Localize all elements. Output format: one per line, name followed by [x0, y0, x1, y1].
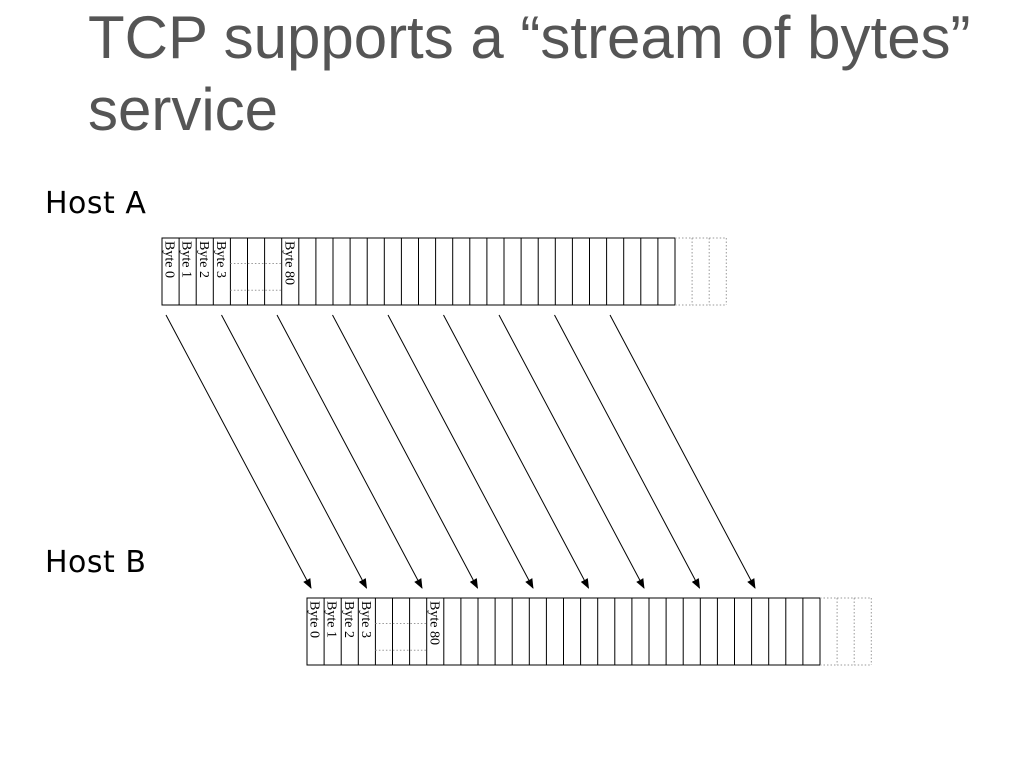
transfer-arrow [498, 314, 645, 589]
transfer-arrow [165, 314, 312, 589]
host-a-byte-label: Byte 1 [179, 241, 194, 278]
host-b-byte-label: Byte 3 [358, 601, 373, 638]
host-b-byte-label: Byte 0 [307, 601, 322, 638]
transfer-arrow [332, 314, 478, 589]
host-a-byte-label: Byte 0 [162, 241, 177, 278]
transfer-arrow [554, 314, 700, 589]
transfer-arrow [276, 314, 423, 589]
host-a-byte-label: Byte 2 [196, 241, 211, 278]
host-a-byte-label: Byte 80 [281, 241, 296, 285]
transfer-arrows [165, 314, 756, 589]
host-a-byte-label: Byte 3 [213, 241, 228, 278]
transfer-arrow [443, 314, 589, 589]
transfer-arrow [387, 314, 534, 589]
slide-title: TCP supports a “stream of bytes” service [88, 4, 971, 143]
host-b-byte-label: Byte 1 [324, 601, 339, 638]
host-a-label: Host A [45, 186, 147, 221]
host-b-byte-label: Byte 80 [426, 601, 441, 645]
transfer-arrow [221, 314, 367, 589]
transfer-arrow [609, 314, 756, 589]
host-b-byte-label: Byte 2 [341, 601, 356, 638]
host-b-label: Host B [45, 545, 147, 580]
